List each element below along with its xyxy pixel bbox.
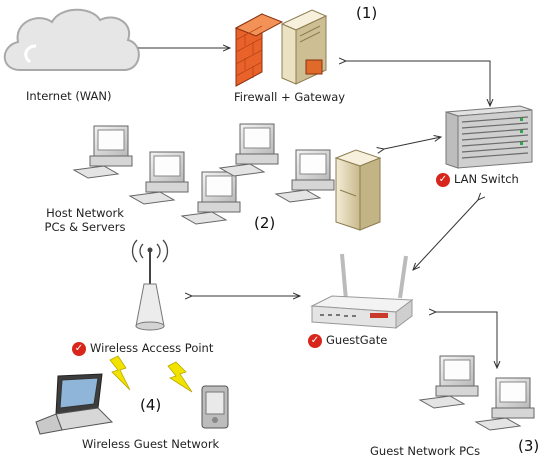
- gateway-server-icon: [280, 9, 328, 85]
- desktop-pc-icon: [274, 149, 335, 203]
- link-switch-guestgate: [413, 200, 478, 270]
- guest-pcs-group: [418, 355, 535, 431]
- host-network-label: Host Network PCs & Servers: [40, 206, 130, 234]
- desktop-pc-icon: [418, 355, 479, 409]
- desktop-pc-icon: [128, 151, 189, 205]
- laptop-icon: [35, 373, 114, 435]
- cloud-icon: [3, 8, 140, 71]
- lightning-bolt-icon: [109, 355, 131, 391]
- server-tower-icon: [334, 149, 382, 231]
- lan-switch-label: LAN Switch: [454, 172, 519, 186]
- wireless-access-point-icon: [131, 239, 169, 331]
- desktop-pc-icon: [180, 171, 241, 225]
- guestgate-label-row: ✓ GuestGate: [308, 333, 387, 348]
- host-network-line1: Host Network: [46, 206, 124, 220]
- guest-pcs-label: Guest Network PCs: [370, 444, 481, 458]
- pda-icon: [201, 385, 229, 429]
- link-host-switch: [384, 137, 441, 149]
- number-1: (1): [356, 4, 378, 22]
- number-3: (3): [518, 437, 540, 455]
- checkmark-icon: ✓: [72, 341, 86, 356]
- desktop-pc-icon: [474, 377, 535, 431]
- guestgate-router-icon: [310, 253, 414, 329]
- host-network-line2: PCs & Servers: [44, 220, 126, 234]
- desktop-pc-icon: [72, 125, 133, 179]
- checkmark-icon: ✓: [308, 333, 322, 348]
- checkmark-icon: ✓: [436, 172, 450, 187]
- number-4: (4): [140, 396, 162, 414]
- firewall-icon: [234, 13, 284, 87]
- desktop-pc-icon: [218, 123, 279, 177]
- lan-switch-icon: [445, 105, 533, 169]
- wireless-guest-label: Wireless Guest Network: [82, 437, 220, 451]
- number-2: (2): [254, 214, 276, 232]
- wireless-ap-label-row: ✓ Wireless Access Point: [72, 341, 213, 356]
- lightning-bolt-icon: [167, 361, 193, 393]
- internet-label: Internet (WAN): [26, 89, 112, 103]
- guestgate-label: GuestGate: [326, 333, 388, 347]
- firewall-gateway-label: Firewall + Gateway: [234, 90, 346, 104]
- host-pcs-group: [72, 123, 382, 231]
- link-guestgate-guestpcs: [436, 312, 497, 368]
- lan-switch-label-row: ✓ LAN Switch: [436, 172, 519, 187]
- link-firewall-switch: [346, 61, 490, 106]
- wireless-ap-label: Wireless Access Point: [90, 341, 214, 355]
